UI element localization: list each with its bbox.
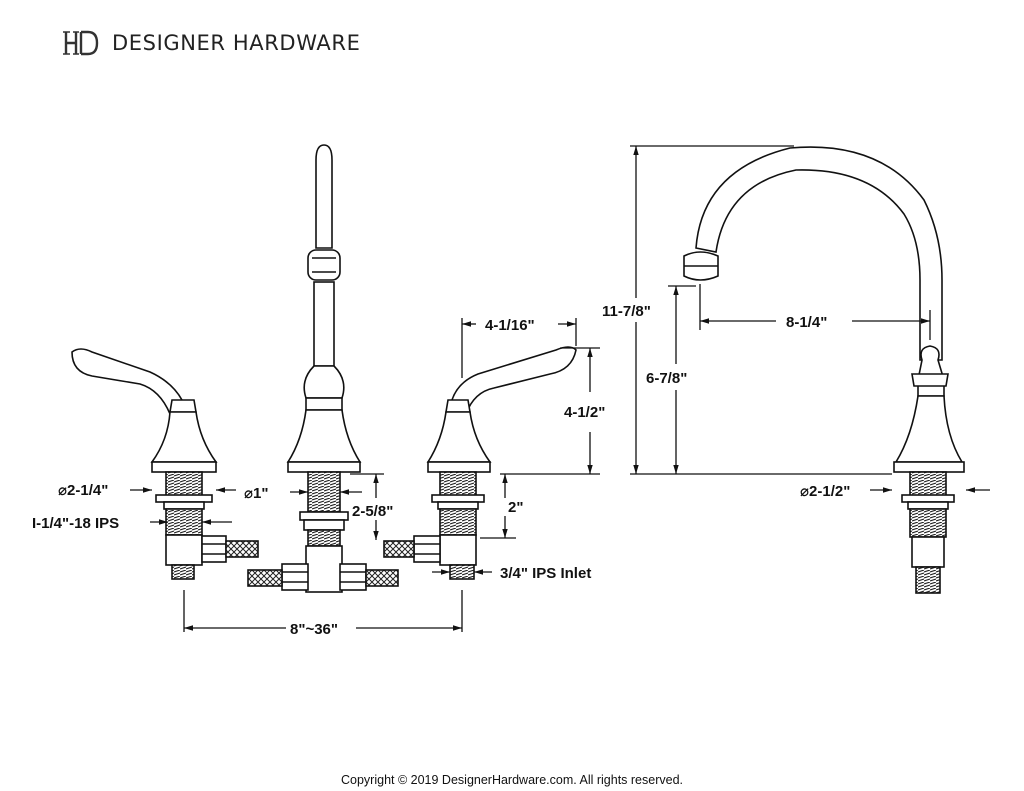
dimension-lines [130, 145, 990, 632]
brand-name: DESIGNER HARDWARE [112, 31, 361, 55]
dim-shank-length: 2-5/8" [352, 503, 393, 520]
left-handle-valve [71, 348, 218, 580]
dim-thread-left: I-1/4"-18 IPS [32, 515, 119, 532]
side-view-faucet [683, 146, 965, 594]
copyright-footer: Copyright © 2019 DesignerHardware.com. A… [341, 773, 683, 787]
dim-spout-height: 6-7/8" [646, 370, 687, 387]
dim-spread: 8"~36" [290, 621, 338, 638]
dim-total-height: 11-7/8" [602, 303, 651, 320]
valve-hose-connectors [201, 535, 441, 563]
dh-monogram-icon [63, 30, 99, 56]
brand-header: DESIGNER HARDWARE [62, 28, 360, 58]
dim-flange-left: ⌀2-1/4" [58, 482, 108, 499]
dim-deck-thickness: 2" [508, 499, 523, 516]
dim-flange-right: ⌀2-1/2" [800, 483, 850, 500]
dim-inlet: 3/4" IPS Inlet [500, 565, 591, 582]
right-handle-valve [426, 346, 577, 580]
dim-shank-diameter: ⌀1" [244, 485, 269, 502]
dim-spout-width: 4-1/16" [485, 317, 535, 334]
center-spout [247, 144, 399, 593]
dim-reach: 8-1/4" [786, 314, 827, 331]
dim-handle-height: 4-1/2" [564, 404, 605, 421]
dimension-labels: 4-1/16" 4-1/2" ⌀2-1/4" I-1/4"-18 IPS ⌀1"… [32, 303, 850, 638]
